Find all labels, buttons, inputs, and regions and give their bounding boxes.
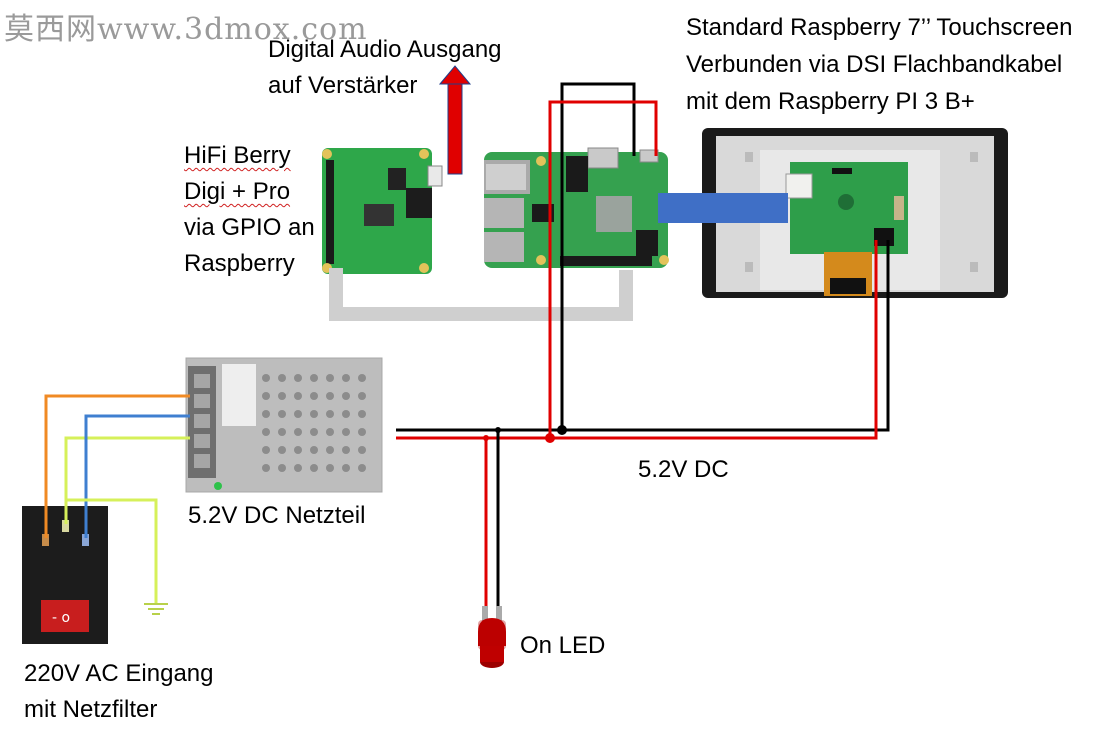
dc-rail-label: 5.2V DC <box>638 456 729 483</box>
hifiberry-label-line2-text: Digi + Pro <box>184 178 291 205</box>
hifiberry-label-line3: via GPIO an <box>184 214 315 241</box>
junction-dot <box>545 433 555 443</box>
junction-dot <box>495 427 501 433</box>
display-label-line3: mit dem Raspberry PI 3 B+ <box>686 88 975 115</box>
display-label-line2: Verbunden via DSI Flachbandkabel <box>686 51 1063 78</box>
hifiberry-label-line2: Digi + Pro <box>184 174 290 210</box>
hifiberry-board-icon <box>322 148 443 274</box>
hifiberry-label-line1-text: HiFi Berry <box>184 142 291 169</box>
hifiberry-label-line4: Raspberry <box>184 250 295 277</box>
ac-input-label-line2: mit Netzfilter <box>24 696 158 723</box>
ac-wire-yellowgreen-to-psu <box>64 436 190 524</box>
ac-wire-yellowgreen-to-ground <box>64 498 158 604</box>
ground-symbol-icon <box>144 603 168 615</box>
raspberry-pi-board-icon <box>484 147 669 268</box>
ac-wire-blue <box>84 414 190 538</box>
audio-output-label-line1: Digital Audio Ausgang <box>268 36 502 63</box>
led-icon <box>478 606 506 668</box>
power-supply-label: 5.2V DC Netzteil <box>188 502 366 529</box>
gpio-cable <box>329 268 633 321</box>
watermark: 莫西网www.3dmox.com <box>4 12 368 47</box>
svg-text:- o: - o <box>52 610 70 626</box>
junction-dot <box>483 435 489 441</box>
ac-switch-icon: - o <box>22 506 108 644</box>
power-supply-icon <box>185 357 383 493</box>
ac-input-label-line1: 220V AC Eingang <box>24 660 214 687</box>
dsi-ribbon-cable <box>658 193 788 223</box>
audio-output-label-line2: auf Verstärker <box>268 72 418 99</box>
display-label-line1: Standard Raspberry 7’’ Touchscreen <box>686 14 1073 41</box>
ac-wire-orange <box>44 394 190 538</box>
led-label: On LED <box>520 632 606 659</box>
hifiberry-label-line1: HiFi Berry <box>184 138 291 174</box>
junction-dot <box>557 425 567 435</box>
output-arrow-icon <box>438 65 472 175</box>
